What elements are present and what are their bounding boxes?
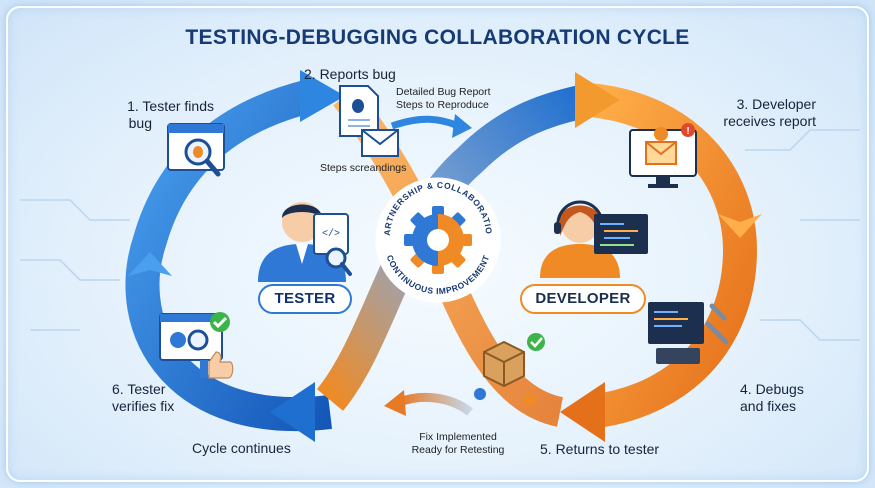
bug-search-icon (167, 123, 225, 177)
fix-small-arrowhead (384, 390, 406, 416)
tester-role-badge: TESTER (258, 284, 352, 314)
left-loop-arrowhead-bottom (270, 382, 315, 442)
thumbs-up-icon (200, 351, 234, 379)
gear-icon (404, 206, 472, 274)
left-arc-chevron (128, 252, 172, 276)
report-small-arrow (390, 115, 460, 130)
right-loop-arrowhead-bottom (560, 382, 605, 442)
fix-note-line-2: Ready for Retesting (411, 444, 505, 456)
right-loop-arrow (587, 83, 758, 429)
step-4-line-2: and fixes (740, 398, 797, 414)
step-4-line-1: 4. Debugs (740, 381, 804, 397)
verify-icon (159, 312, 230, 361)
report-small-arrowhead (452, 114, 472, 138)
steps-screen-note: Steps screandings (320, 162, 407, 174)
envelope-icon (361, 129, 399, 157)
svg-text:</>: </> (322, 228, 340, 240)
step-3-label: 3. Developer receives report (694, 96, 816, 130)
frame-border (6, 6, 869, 482)
fix-note-line-1: Fix Implemented (419, 431, 497, 443)
fix-small-arrow (398, 392, 473, 416)
right-arc-chevron (718, 214, 762, 238)
page-title: TESTING-DEBUGGING COLLABORATION CYCLE (185, 26, 690, 49)
developer-role-badge: DEVELOPER (520, 284, 646, 314)
step-6-line-1: 6. Tester (112, 381, 166, 397)
svg-text:!: ! (686, 126, 689, 137)
step-6-label: 6. Tester verifies fix (112, 381, 174, 415)
developer-monitor-icon (594, 214, 648, 254)
step-3-line-2: receives report (723, 113, 816, 129)
step-2-label: 2. Reports bug (304, 66, 396, 82)
package-icon (474, 333, 545, 406)
left-loop-arrow (125, 79, 333, 431)
fix-note: Fix Implemented Ready for Retesting (398, 431, 518, 457)
circuit-decoration (20, 129, 860, 341)
right-loop-arrowhead-top (575, 72, 620, 128)
step-3-line-1: 3. Developer (736, 96, 816, 112)
bug-report-note-line-1: Detailed Bug Report (396, 86, 491, 98)
left-loop-arrowhead-top (300, 70, 345, 122)
step-1-line-2: bug (128, 115, 152, 131)
step-5-label: 5. Returns to tester (540, 441, 660, 457)
tools-icon (648, 302, 729, 364)
step-4-label: 4. Debugs and fixes (740, 381, 804, 415)
bug-report-note-line-2: Steps to Reproduce (396, 99, 489, 111)
step-6-line-2: verifies fix (112, 398, 175, 414)
email-alert-icon: ! (629, 123, 697, 188)
code-window-icon: </> (313, 213, 352, 276)
bug-report-note: Detailed Bug Report Steps to Reproduce (396, 86, 491, 112)
step-1-label: 1. Tester finds bug (92, 98, 214, 132)
step-1-line-1: 1. Tester finds (127, 98, 214, 114)
cycle-continues-label: Cycle continues (192, 440, 291, 456)
bug-report-icon (339, 85, 379, 137)
